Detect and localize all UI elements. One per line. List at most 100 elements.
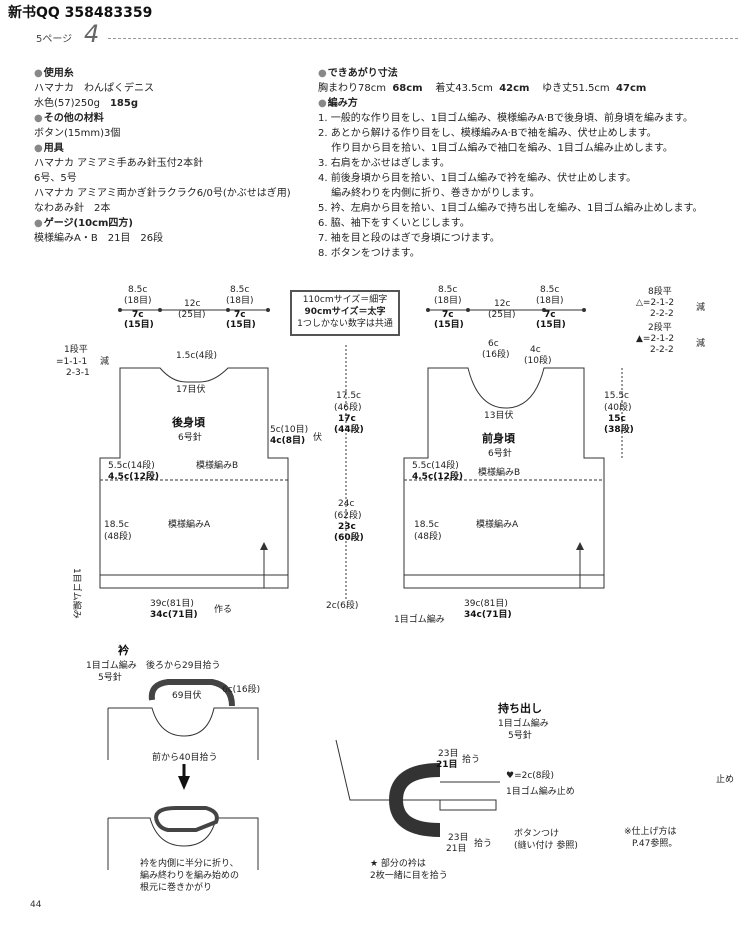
collar-pick-back: 後ろから29目拾う bbox=[146, 659, 220, 671]
back-dec-1: =1-1-1 bbox=[56, 357, 87, 367]
yarn-amount-text: 水色(57)250g bbox=[34, 98, 100, 109]
step-item: 5. 衿、左肩から目を拾い、1目ゴム編みで持ち出しを編み、1目ゴム編み止めします… bbox=[318, 203, 703, 214]
collar-height: 6c(16段) bbox=[222, 683, 260, 695]
size-sleeve: ゆき丈51.5cm bbox=[542, 83, 610, 94]
tools-heading: 用具 bbox=[34, 141, 291, 156]
step-item: 作り目から目を拾い、1目ゴム編みで袖口を編み、1目ゴム編み止めします。 bbox=[318, 143, 673, 154]
front-pattern-a: 模様編みA bbox=[476, 518, 519, 530]
back-pattern-b: 模様編みB bbox=[196, 459, 238, 471]
placket-b2: 21目 bbox=[446, 843, 466, 854]
placket-diagram bbox=[335, 739, 500, 837]
back-arrow-head bbox=[260, 542, 268, 550]
page-footer-number: 44 bbox=[30, 900, 42, 910]
step-item: 6. 脇、袖下をすくいとじします。 bbox=[318, 218, 470, 229]
back-pattern-a: 模様編みA bbox=[168, 518, 211, 530]
front-shoulder-r3: 7c bbox=[544, 310, 556, 320]
collar-pick-front: 前から40目拾う bbox=[152, 751, 217, 763]
gauge-heading: ゲージ(10cm四方) bbox=[34, 216, 291, 231]
front-shoulder-l3: 7c bbox=[442, 310, 454, 320]
back-arm-1: 5c(10目) bbox=[270, 424, 308, 435]
placket-button-note: (縫い付け 参照) bbox=[514, 839, 578, 851]
back-neck-stitches: (25目) bbox=[178, 309, 205, 320]
front-arm-4: (38段) bbox=[604, 423, 634, 435]
front-neck-depth-2: (16段) bbox=[482, 348, 509, 360]
front-needle: 6号針 bbox=[488, 447, 512, 459]
front-arm-3: 15c bbox=[608, 414, 626, 424]
front-dec-a-1: △=2-1-2 bbox=[636, 298, 674, 308]
back-dec-2: 2-3-1 bbox=[66, 368, 90, 378]
front-shoulder-l1: 8.5c bbox=[438, 285, 457, 295]
step-item: 1. 一般的な作り目をし、1目ゴム編み、模様編みA·Bで後身頃、前身頃を編みます… bbox=[318, 113, 693, 124]
front-neck-width: 12c bbox=[494, 299, 510, 309]
front-neck-depth-4: (10段) bbox=[524, 354, 551, 366]
back-title: 後身頃 bbox=[172, 415, 206, 429]
yarn-amount-bold: 185g bbox=[109, 98, 139, 109]
step-item: 8. ボタンをつけます。 bbox=[318, 248, 420, 259]
front-arm-2: (40段) bbox=[604, 401, 631, 413]
center-h1: 17.5c bbox=[336, 391, 361, 401]
size-sleeve-bold: 47cm bbox=[616, 83, 647, 94]
placket-star-2: 2枚一緒に目を拾う bbox=[370, 869, 448, 881]
yarn-amount: 水色(57)250g 185g bbox=[34, 96, 291, 111]
front-side-b2: 4.5c(12段) bbox=[412, 470, 463, 482]
back-top-dimension bbox=[118, 308, 270, 312]
yarn-heading: 使用糸 bbox=[34, 66, 291, 81]
center-m1: 24c bbox=[338, 499, 354, 509]
back-side-b2: 4.5c(12段) bbox=[108, 470, 159, 482]
front-arrow-head bbox=[576, 542, 584, 550]
placket-a1: 23目 bbox=[438, 748, 458, 759]
size-heading: できあがり寸法 bbox=[318, 66, 702, 81]
size-line: 胸まわり78cm 68cm 着丈43.5cm 42cm ゆき丈51.5cm 47… bbox=[318, 81, 702, 96]
back-shoulder-l4: (15目) bbox=[124, 319, 154, 330]
front-dec-a-label: 8段平 bbox=[648, 285, 672, 297]
gauge-line: 模様編みA・B 21目 26段 bbox=[34, 233, 164, 244]
back-shoulder-l2: (18目) bbox=[124, 295, 151, 306]
front-title: 前身頃 bbox=[482, 431, 516, 445]
center-h3: 17c bbox=[338, 414, 356, 424]
placket-needle: 5号針 bbox=[508, 729, 532, 741]
center-m3: 23c bbox=[338, 522, 356, 532]
placket-star-1: ★ 部分の衿は bbox=[370, 857, 426, 869]
center-h2: (46段) bbox=[334, 401, 361, 413]
step-item: 編み終わりを内側に折り、巻きかがりします。 bbox=[318, 188, 540, 199]
center-rib: 2c(6段) bbox=[326, 599, 358, 611]
back-cast-on: 作る bbox=[214, 603, 232, 615]
back-shoulder-r1: 8.5c bbox=[230, 285, 249, 295]
back-shoulder-l3: 7c bbox=[132, 310, 144, 320]
size-length-bold: 42cm bbox=[499, 83, 530, 94]
back-neck-width: 12c bbox=[184, 299, 200, 309]
back-side-b1: 5.5c(14段) bbox=[108, 459, 155, 471]
yarn-line: ハマナカ わんぱくデニス bbox=[34, 83, 154, 94]
size-note-box: 110cmサイズ＝細字 90cmサイズ＝太字 1つしかない数字は共通 bbox=[290, 290, 400, 336]
placket-pick: 拾う bbox=[462, 753, 480, 765]
placket-title: 持ち出し bbox=[498, 701, 542, 715]
back-dec-word: 減 bbox=[100, 355, 109, 367]
step-item: 7. 袖を目と段のはぎで身頃につけます。 bbox=[318, 233, 500, 244]
collar-title: 衿 bbox=[118, 643, 129, 657]
back-width-2: 34c(71目) bbox=[150, 609, 198, 620]
back-width-1: 39c(81目) bbox=[150, 598, 194, 609]
placket-heart: ♥=2c(8段) bbox=[506, 769, 554, 781]
collar-bind: 69目伏 bbox=[172, 689, 201, 701]
size-length: 着丈43.5cm bbox=[435, 83, 493, 94]
front-width-2: 34c(71目) bbox=[464, 609, 512, 620]
front-neck-depth-1: 6c bbox=[488, 339, 499, 349]
back-arm-2: 4c(8目) bbox=[270, 435, 305, 446]
tools-line: 6号、5号 bbox=[34, 173, 77, 184]
front-arm-1: 15.5c bbox=[604, 391, 629, 401]
back-needle: 6号針 bbox=[178, 431, 202, 443]
collar-fold-1: 衿を内側に半分に折り、 bbox=[140, 857, 239, 869]
page-number: 4 bbox=[84, 20, 100, 48]
front-dec-a-2: 2-2-2 bbox=[650, 309, 674, 319]
step-item: 4. 前後身頃から目を拾い、1目ゴム編みで衿を編み、伏せ止めします。 bbox=[318, 173, 637, 184]
back-side-a2: (48段) bbox=[104, 530, 131, 542]
center-m2: (62段) bbox=[334, 509, 361, 521]
center-h4: (44段) bbox=[334, 423, 364, 435]
note-line: 110cmサイズ＝細字 bbox=[302, 295, 388, 305]
step-item: 3. 右肩をかぶせはぎします。 bbox=[318, 158, 450, 169]
placket-a2: 21目 bbox=[436, 759, 458, 770]
collar-fold-2: 編み終わりを編み始めの bbox=[140, 869, 239, 881]
note-line-bold: 90cmサイズ＝太字 bbox=[304, 307, 386, 317]
step-item: 2. あとから解ける作り目をし、模様編みA·Bで袖を編み、伏せ止めします。 bbox=[318, 128, 657, 139]
